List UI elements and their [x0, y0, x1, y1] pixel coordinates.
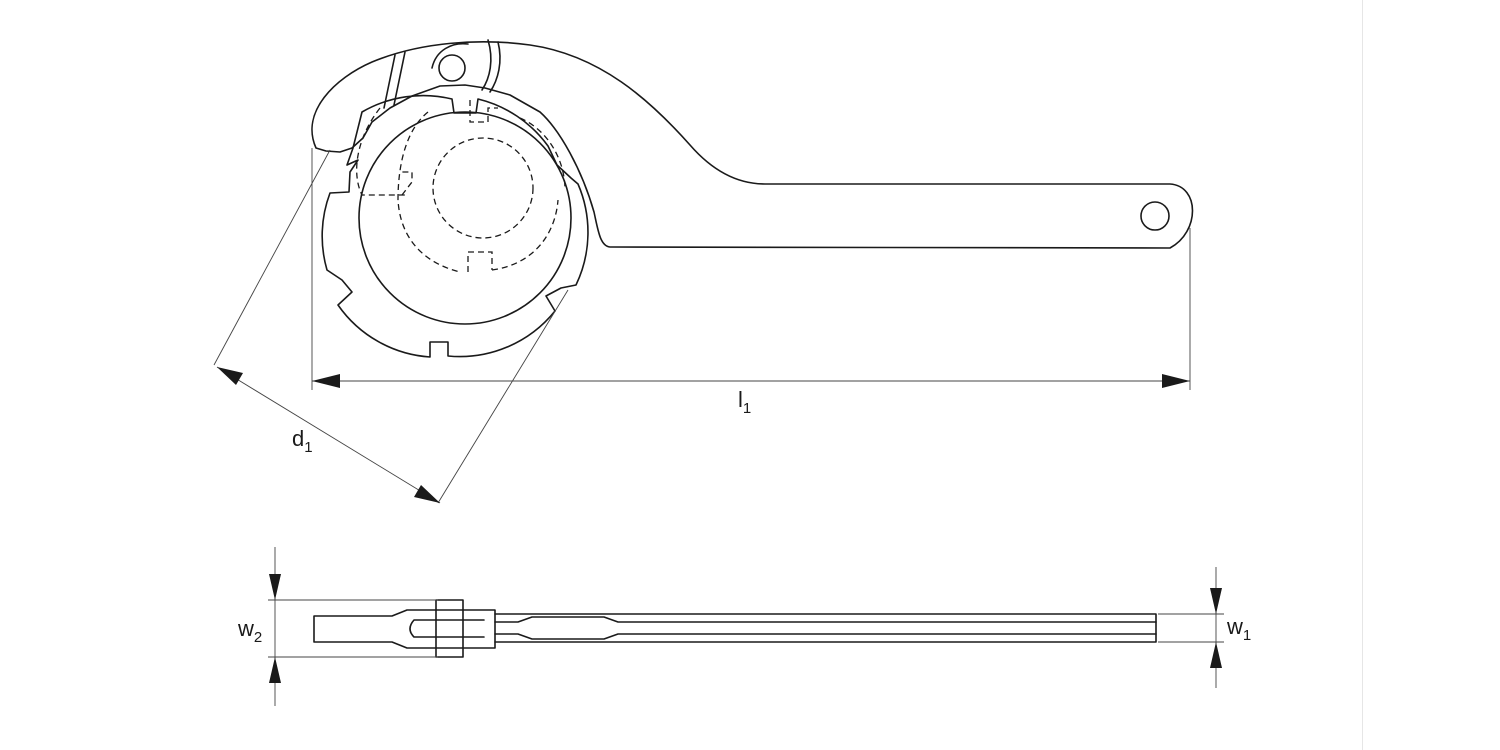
arrowhead — [1210, 642, 1222, 668]
arrowhead — [414, 485, 440, 503]
arrowhead — [1162, 374, 1190, 388]
jaw-section — [313, 609, 496, 649]
pivot-pin — [435, 599, 464, 658]
hinge-line-d — [489, 41, 501, 93]
pivot-link — [431, 42, 469, 69]
blade-taper-bottom — [494, 633, 1157, 640]
hinge-line-c — [481, 39, 492, 91]
handle-blade — [494, 613, 1157, 643]
arrowhead — [1210, 588, 1222, 614]
hidden-lines — [356, 100, 566, 273]
arrowhead — [269, 574, 281, 600]
hanging-hole — [1140, 201, 1170, 231]
dimension-w1: w1 — [1158, 567, 1251, 688]
arrowhead — [269, 657, 281, 683]
slotted-nut-outline — [321, 94, 589, 358]
pivot-hole — [438, 54, 466, 82]
label-l1: l1 — [738, 387, 751, 417]
arrowhead — [217, 367, 243, 385]
spanner-top-view: l1 d1 — [213, 39, 1194, 504]
hinge-line-a — [383, 54, 396, 109]
label-w1: w1 — [1226, 614, 1251, 644]
arrowhead — [312, 374, 340, 388]
nut-bore-circle — [358, 111, 572, 325]
dimension-d1: d1 — [213, 149, 569, 504]
dimension-l1: l1 — [311, 148, 1191, 417]
page-divider — [1362, 0, 1363, 750]
label-d1: d1 — [292, 426, 313, 456]
hinge-line-b — [393, 51, 406, 106]
dimension-w2: w2 — [237, 547, 438, 706]
spanner-handle — [311, 41, 1194, 249]
jaw-slot — [409, 619, 485, 638]
blade-taper-top — [494, 616, 1157, 623]
spanner-side-view: w2 w1 — [237, 547, 1251, 706]
label-w2: w2 — [237, 616, 262, 646]
